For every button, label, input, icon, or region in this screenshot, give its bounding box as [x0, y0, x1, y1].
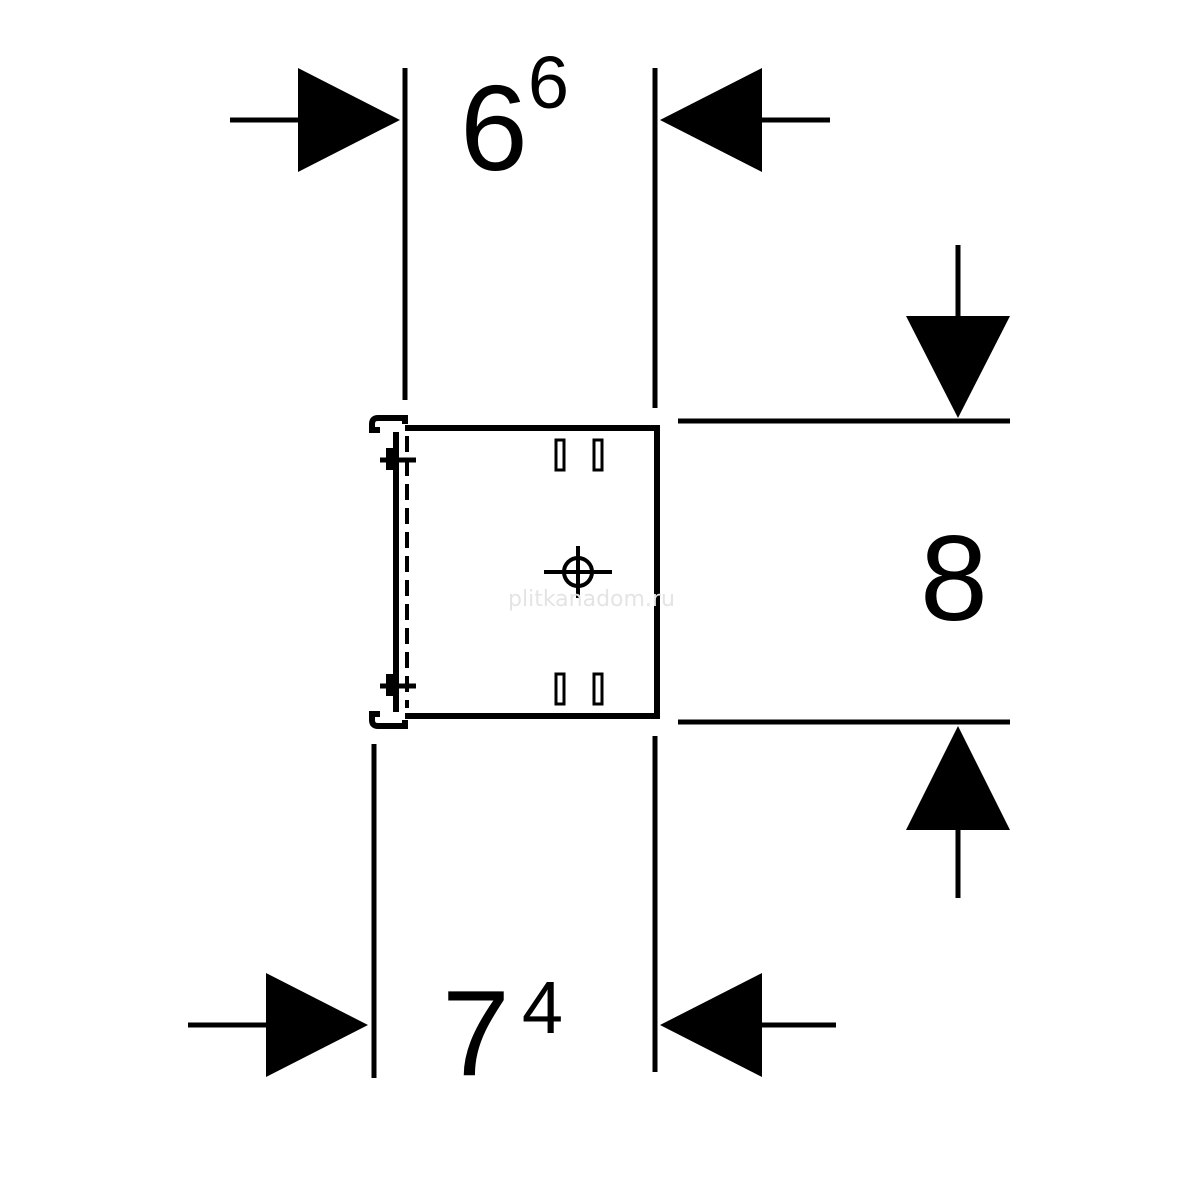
cabinet-outline: [405, 425, 660, 719]
top-arrow-left-head: [298, 68, 400, 172]
bottom-arrow-left-head: [266, 973, 368, 1077]
bottom-slot-left: [554, 672, 566, 706]
height-arrow-top-head: [906, 316, 1010, 418]
watermark-text: plitkanadom.ru: [508, 587, 675, 612]
cabinet-body: [369, 415, 660, 729]
height-dimension-label: 8: [920, 510, 988, 646]
top-dimension-label: 66: [460, 41, 569, 196]
top-slot-right: [592, 438, 604, 472]
bottom-arrow-right-head: [660, 973, 762, 1077]
top-slot-left: [554, 438, 566, 472]
bottom-hinge-hook: [369, 711, 408, 729]
bottom-slot-right: [592, 672, 604, 706]
top-arrow-right-head: [660, 68, 762, 172]
center-mark-symbol: [544, 546, 612, 598]
top-hinge-hook: [369, 415, 408, 433]
height-arrow-bottom-head: [906, 726, 1010, 830]
